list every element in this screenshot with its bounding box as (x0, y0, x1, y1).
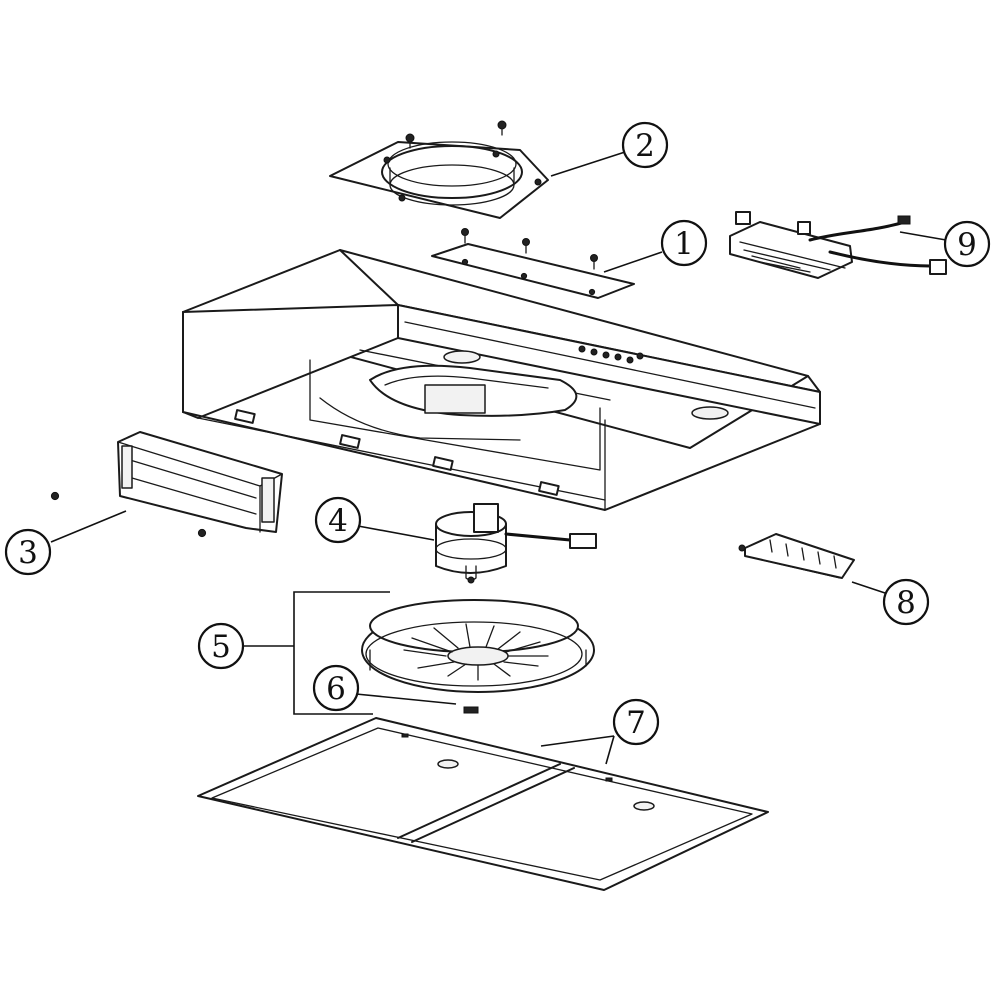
leader-3 (50, 510, 127, 543)
part-4-motor (435, 503, 597, 584)
callout-2-label: 2 (635, 128, 655, 164)
part-5-blower-assembly (361, 599, 595, 693)
leader-6 (355, 693, 457, 705)
leader-4 (357, 525, 435, 541)
leader-1 (603, 251, 663, 273)
callout-6: 6 (312, 664, 360, 712)
leader-7b (605, 735, 615, 765)
callout-7: 7 (612, 698, 660, 746)
leader-5-bracket (293, 591, 390, 715)
leader-9 (899, 231, 947, 241)
callout-4: 4 (314, 496, 362, 544)
callout-9: 9 (943, 220, 991, 268)
part-8-switch-board (738, 533, 855, 579)
callout-2: 2 (621, 121, 669, 169)
leader-2 (550, 151, 626, 177)
part-3-light-housing (50, 431, 283, 538)
callout-8-label: 8 (896, 585, 916, 621)
part-7-grease-filters (197, 717, 769, 891)
callout-3: 3 (4, 528, 52, 576)
part-6-small-bracket (463, 706, 479, 714)
leader-7a (540, 735, 615, 747)
part-2-duct-collar-plate (329, 120, 549, 219)
hood-body (182, 249, 821, 511)
part-9-wiring-harness (729, 211, 947, 279)
callout-5: 5 (197, 622, 245, 670)
callout-9-label: 9 (957, 227, 977, 263)
callout-8: 8 (882, 578, 930, 626)
callout-3-label: 3 (18, 535, 38, 571)
callout-5-label: 5 (211, 629, 231, 665)
callout-4-label: 4 (328, 503, 348, 539)
part-1-top-cover-plate (431, 228, 635, 299)
callout-1-label: 1 (674, 226, 694, 262)
leader-lines (50, 151, 947, 765)
callout-1: 1 (660, 219, 708, 267)
leader-8 (851, 581, 889, 595)
callout-7-label: 7 (626, 705, 646, 741)
callout-6-label: 6 (326, 671, 346, 707)
